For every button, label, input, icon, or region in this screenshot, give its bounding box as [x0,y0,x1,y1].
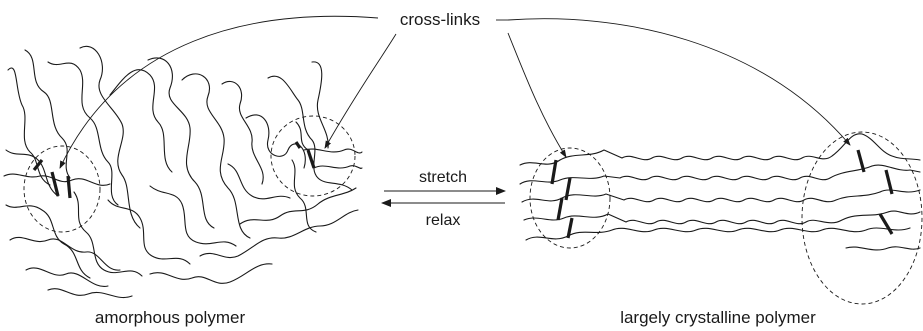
leader-to-amorphous-right [325,34,396,148]
amorphous-chain [110,70,172,172]
crystalline-chain [520,134,862,165]
crystalline-polymer-label: largely crystalline polymer [620,308,816,327]
stretch-relax-arrows: stretch relax [382,169,505,229]
crystalline-chain [872,165,920,172]
crystalline-chain [526,228,910,240]
crosslink-zone-amorphous-right [271,116,355,196]
leader-to-amorphous-left [60,16,378,168]
crystalline-chain [888,211,920,214]
crosslink-zone-amorphous-left [24,146,100,232]
crosslink-bond [858,150,864,172]
stretch-label: stretch [419,169,467,186]
amorphous-chain [10,237,120,270]
crystalline-chain [524,212,888,224]
crosslink-bond [308,150,314,168]
crosslink-bond [52,172,58,196]
crystalline-chain [880,190,920,192]
amorphous-crosslinks [34,142,314,198]
amorphous-polymer [4,46,362,297]
crosslink-bond [568,218,572,238]
crystalline-polymer [520,132,922,304]
crystalline-chain [520,166,872,184]
crosslink-bond [68,176,70,198]
crystalline-chain [522,192,880,202]
leader-to-crystalline-right [508,19,850,145]
amorphous-chain [312,62,328,148]
amorphous-chain [314,166,362,169]
amorphous-chain [304,149,362,153]
crosslink-bond [558,198,562,220]
crosslink-bond [566,178,570,200]
amorphous-chain [150,186,236,246]
amorphous-chain [108,200,190,264]
amorphous-polymer-label: amorphous polymer [95,308,246,327]
crystalline-chain [862,134,920,160]
leader-to-crystalline-left [508,33,566,157]
amorphous-chain [182,74,250,238]
crosslink-zone-crystalline-right [802,132,922,304]
amorphous-chain [80,46,140,228]
amorphous-chain [6,150,58,196]
amorphous-chain [6,205,90,278]
crosslink-bond [296,142,300,148]
amorphous-chain [74,192,142,276]
crystalline-chain [846,247,920,250]
amorphous-chain [150,264,272,284]
amorphous-chain [48,289,132,298]
crosslink-bond [880,214,892,234]
amorphous-chain [4,174,110,185]
amorphous-chain [25,50,70,178]
crosslink-leaders [60,16,850,168]
relax-label: relax [426,212,461,229]
crystalline-crosslinks [552,150,892,238]
crosslinks-label: cross-links [400,10,480,29]
amorphous-chain [26,268,108,287]
amorphous-chain [268,76,352,190]
amorphous-chain [222,81,263,184]
